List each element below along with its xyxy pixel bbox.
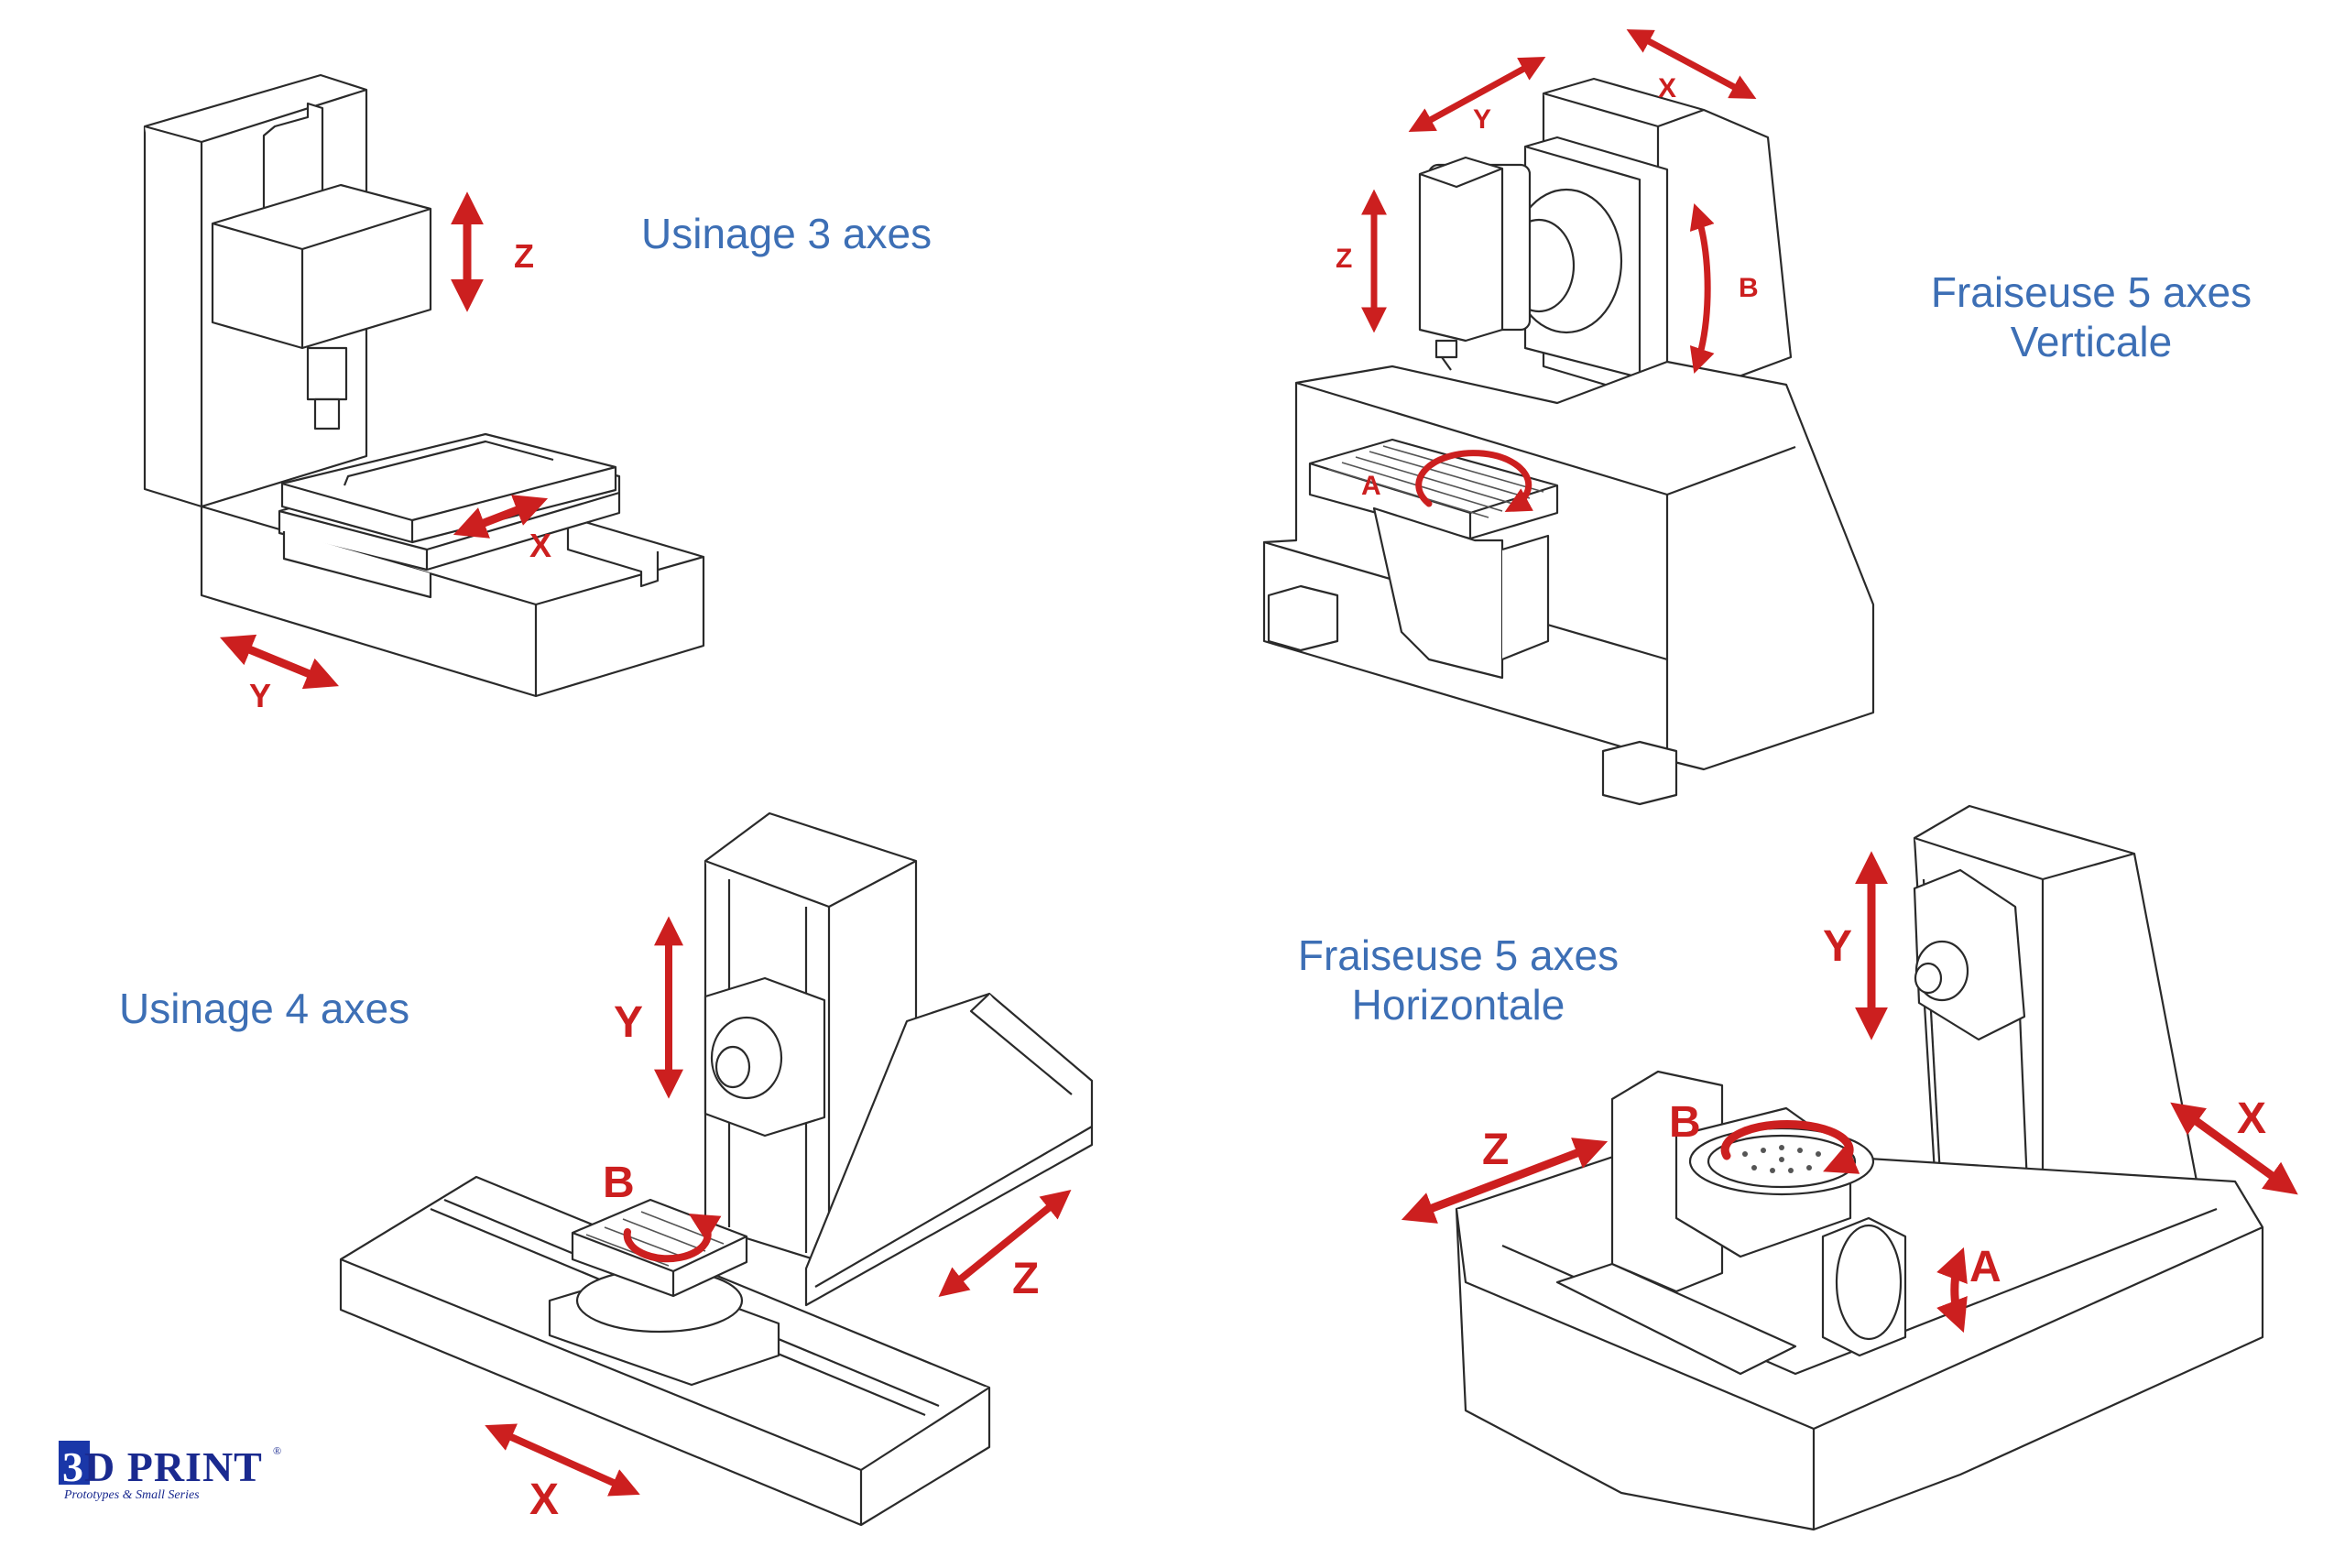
x-axis-arrow bbox=[485, 1423, 640, 1497]
b-axis-arrow bbox=[1720, 1120, 1860, 1174]
five-axis-vertical-y-label: Y bbox=[1473, 104, 1492, 135]
y-axis-arrow bbox=[1408, 56, 1546, 133]
spindle bbox=[306, 346, 348, 401]
five-axis-horizontal-title: Fraiseuse 5 axes Horizontale bbox=[1293, 931, 1623, 1029]
five-axis-horizontal-a-label: A bbox=[1969, 1243, 2001, 1291]
x-axis-arrow bbox=[1626, 29, 1757, 99]
three-axis-machine bbox=[143, 73, 705, 698]
five-axis-horizontal-arrows bbox=[1401, 851, 2298, 1334]
five-axis-vertical-title-line2: Verticale bbox=[2010, 318, 2173, 365]
five-axis-horizontal-z-label: Z bbox=[1482, 1126, 1510, 1174]
five-axis-vertical-table-grooves bbox=[1327, 445, 1544, 518]
tilting-cradle bbox=[1372, 506, 1504, 680]
four-axis-x-label: X bbox=[529, 1475, 560, 1524]
b-axis-arrow bbox=[1689, 203, 1715, 374]
logo-mark bbox=[59, 1441, 90, 1485]
a-axis-arrow bbox=[1415, 450, 1533, 513]
z-axis-arrow bbox=[938, 1189, 1072, 1298]
three-axis-title: Usinage 3 axes bbox=[641, 210, 933, 257]
five-axis-vertical-title: Fraiseuse 5 axes Verticale bbox=[1926, 267, 2256, 366]
x-axis-arrow bbox=[2170, 1102, 2298, 1195]
vertical-spindle bbox=[1418, 156, 1504, 343]
five-axis-vertical-a-label: A bbox=[1361, 471, 1381, 501]
three-axis-y-label: Y bbox=[249, 677, 272, 714]
four-axis-title: Usinage 4 axes bbox=[119, 985, 410, 1032]
column-side bbox=[201, 88, 367, 144]
five-axis-vertical-machine bbox=[1262, 77, 1875, 806]
y-axis-arrow bbox=[220, 634, 339, 690]
five-axis-vertical-x-label: X bbox=[1658, 73, 1677, 103]
five-axis-horizontal-y-label: Y bbox=[1823, 922, 1853, 971]
five-axis-horizontal-x-label: X bbox=[2237, 1094, 2267, 1143]
five-axis-vertical-arrows bbox=[1361, 29, 1757, 513]
five-axis-vertical-z-label: Z bbox=[1336, 244, 1353, 274]
logo-tagline: Prototypes & Small Series bbox=[64, 1488, 200, 1502]
four-axis-y-label: Y bbox=[614, 998, 644, 1047]
x-axis-arrow bbox=[453, 495, 549, 539]
five-axis-vertical-b-label: B bbox=[1739, 273, 1759, 303]
machine-foot-right bbox=[1601, 740, 1678, 806]
trunnion-left bbox=[1610, 1070, 1724, 1293]
three-axis-z-label: Z bbox=[514, 237, 534, 275]
five-axis-vertical-title-line1: Fraiseuse 5 axes bbox=[1930, 268, 2252, 316]
four-axis-b-label: B bbox=[603, 1159, 635, 1207]
four-axis-arrows bbox=[485, 916, 1072, 1497]
logo-brand: 3D PRINT bbox=[62, 1446, 263, 1488]
logo-registered-mark: ® bbox=[273, 1444, 282, 1457]
five-axis-horizontal-b-label: B bbox=[1669, 1098, 1701, 1147]
four-axis-machine bbox=[339, 811, 1094, 1527]
b-axis-arrow bbox=[623, 1214, 722, 1263]
logo-brand-text: D PRINT bbox=[84, 1443, 263, 1490]
logo-brand-digit: 3 bbox=[62, 1443, 84, 1490]
five-axis-horizontal-title-line1: Fraiseuse 5 axes bbox=[1297, 931, 1620, 979]
five-axis-horizontal-machine bbox=[1455, 804, 2264, 1531]
three-axis-x-label: X bbox=[529, 527, 552, 564]
five-axis-horizontal-table-holes bbox=[1742, 1145, 1821, 1173]
three-axis-arrows bbox=[220, 191, 549, 690]
z-axis-arrow bbox=[1401, 1138, 1609, 1224]
bed-recess bbox=[1555, 1262, 1797, 1376]
a-axis-arrow bbox=[1936, 1247, 1968, 1334]
machine-foot-left bbox=[1267, 584, 1339, 652]
five-axis-horizontal-title-line2: Horizontale bbox=[1351, 981, 1565, 1029]
four-axis-z-label: Z bbox=[1012, 1255, 1040, 1303]
3d-print-logo: 3D PRINT ® Prototypes & Small Series bbox=[59, 1441, 297, 1505]
